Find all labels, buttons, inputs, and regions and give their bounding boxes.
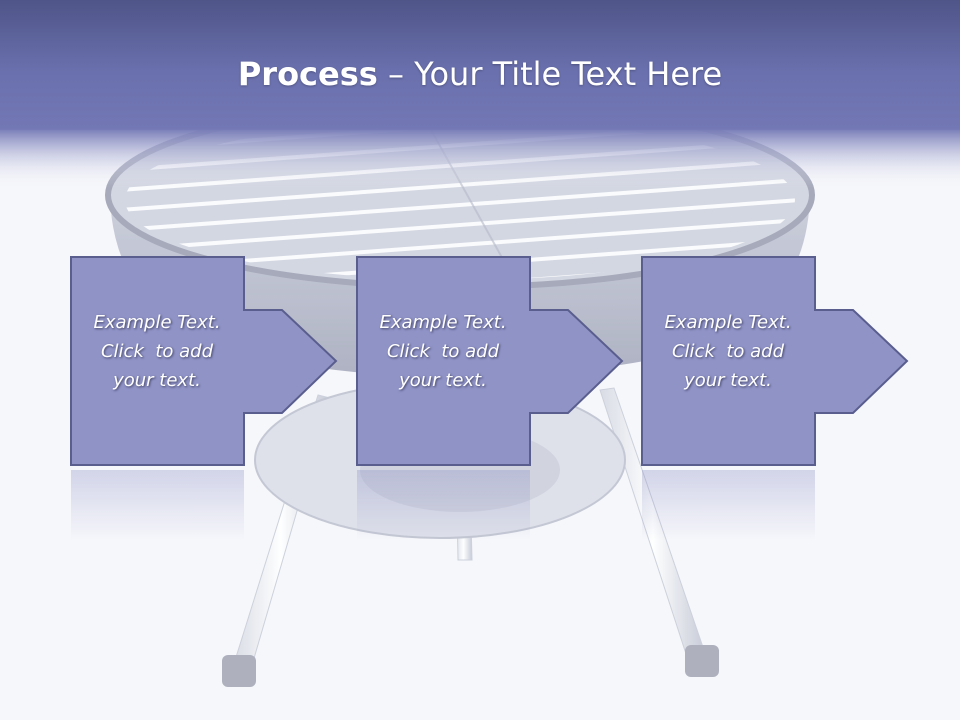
step-arrow-shape [641,256,909,466]
step-line: Example Text. [664,312,792,333]
step-reflection [642,470,815,540]
step-arrow-shape [356,256,624,466]
step-line: Click to add [100,341,213,362]
title-bold: Process [237,55,378,93]
process-step-3[interactable] [637,250,927,550]
step-text-2[interactable]: Example Text. Click to add your text. [357,308,529,395]
step-reflection [357,470,530,540]
step-line: your text. [399,370,487,391]
header-band [0,0,960,130]
step-line: your text. [113,370,201,391]
header-fade [0,128,960,188]
step-line: Example Text. [379,312,507,333]
process-step-1[interactable] [66,250,356,550]
step-text-1[interactable]: Example Text. Click to add your text. [71,308,243,395]
step-arrow-shape [70,256,338,466]
step-reflection [71,470,244,540]
step-line: Click to add [671,341,784,362]
step-line: Example Text. [93,312,221,333]
title-rest: – Your Title Text Here [377,55,723,93]
process-step-2[interactable] [352,250,642,550]
step-line: your text. [684,370,772,391]
step-text-3[interactable]: Example Text. Click to add your text. [642,308,814,395]
slide-title[interactable]: Process – Your Title Text Here [0,54,960,94]
step-line: Click to add [386,341,499,362]
